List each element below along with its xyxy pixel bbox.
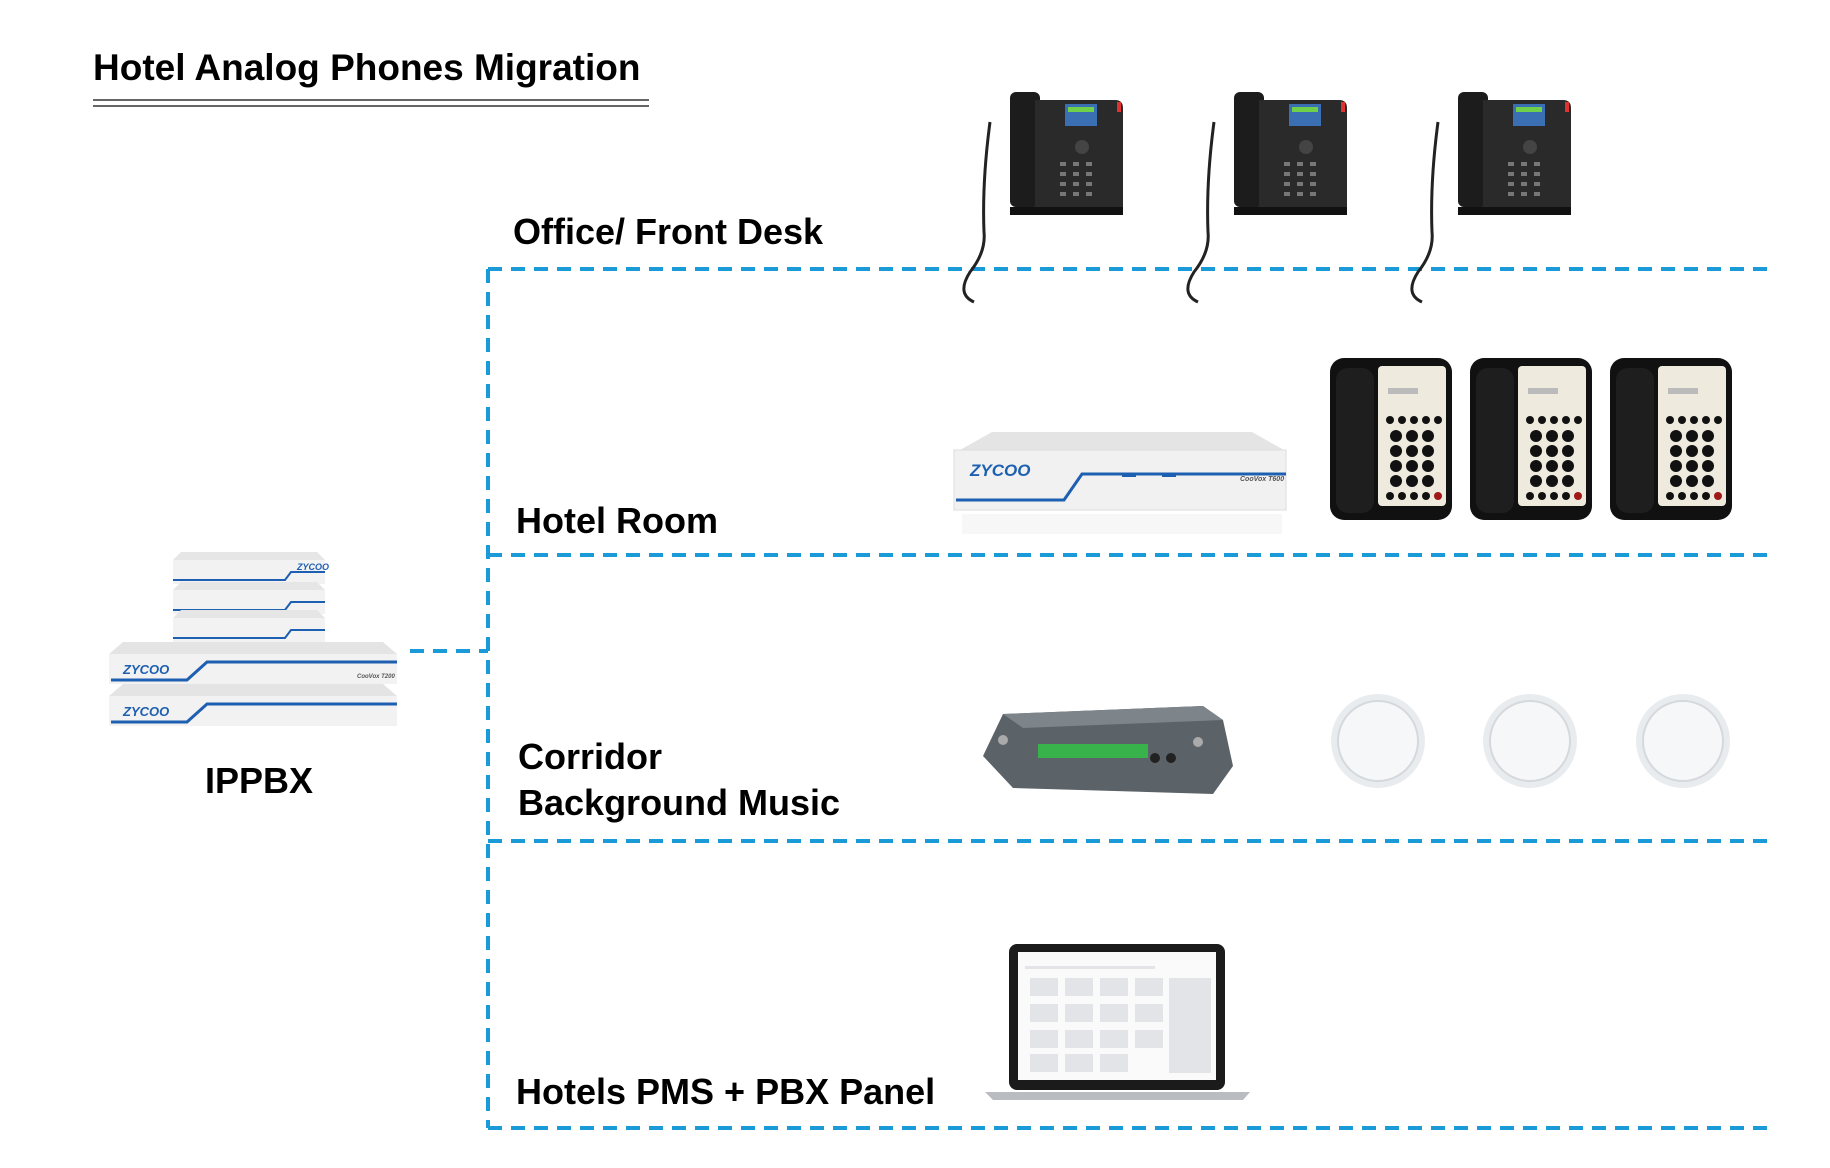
- ippbx-model-label: CooVox T200: [357, 674, 395, 680]
- ippbx-brand-logo: ZYCOO: [296, 562, 329, 572]
- gateway-brand-logo: ZYCOO: [969, 461, 1030, 480]
- section-label-corridor-line1: Corridor: [518, 736, 662, 777]
- gateway-model-label: CooVox T600: [1240, 476, 1284, 483]
- section-label-pms: Hotels PMS + PBX Panel: [516, 1071, 935, 1112]
- ippbx-label: IPPBX: [205, 760, 313, 801]
- hotel-phone-icon: [1610, 358, 1732, 520]
- ippbx-brand-logo: ZYCOO: [122, 704, 169, 719]
- section-label-hotel-room: Hotel Room: [516, 500, 718, 541]
- hotel-phone-icon: [1470, 358, 1592, 520]
- ippbx-stack-icon: ZYCOO ZYCOO CooVox T200 ZYCOO: [109, 552, 397, 726]
- ceiling-speaker-icon: [1482, 693, 1578, 789]
- ceiling-speaker-icon: [1635, 693, 1731, 789]
- connector-lines: [410, 267, 1768, 1130]
- section-label-corridor-line2: Background Music: [518, 782, 840, 823]
- section-label-office: Office/ Front Desk: [513, 211, 824, 252]
- page-title: Hotel Analog Phones Migration: [93, 47, 640, 88]
- laptop-icon: [985, 944, 1250, 1100]
- ceiling-speaker-icon: [1330, 693, 1426, 789]
- audio-amplifier-icon: [983, 706, 1233, 794]
- analog-gateway-icon: ZYCOO CooVox T600: [953, 432, 1287, 534]
- ippbx-brand-logo: ZYCOO: [122, 662, 169, 677]
- hotel-phone-icon: [1330, 358, 1452, 520]
